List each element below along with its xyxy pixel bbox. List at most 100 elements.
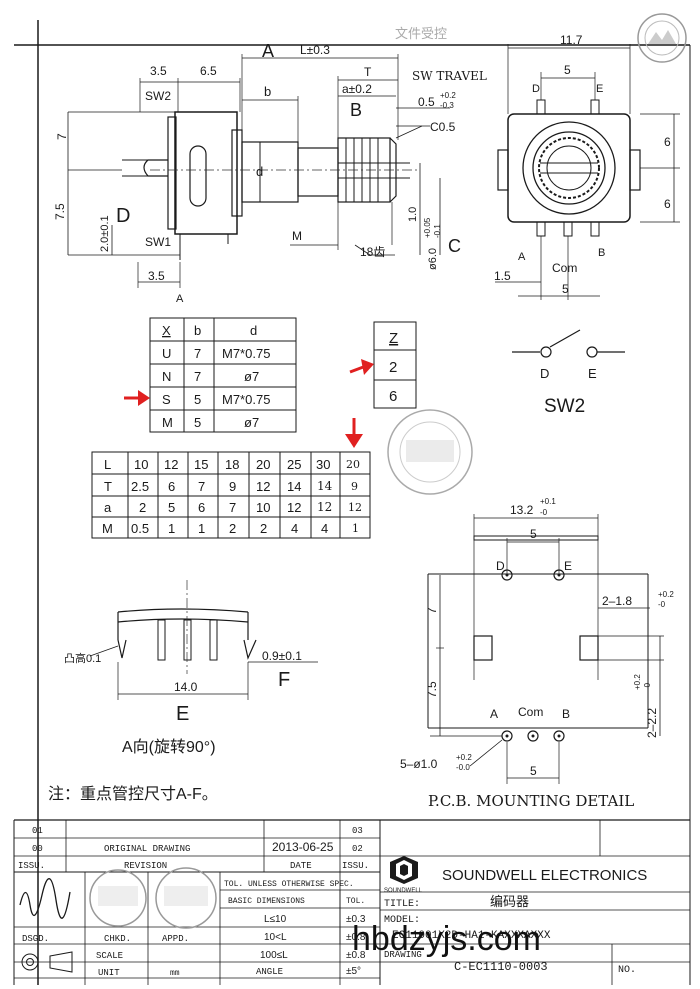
tb-unit: UNIT (98, 968, 120, 978)
table-l-cell: 5 (168, 500, 175, 515)
table-l-cell: 12 (287, 500, 301, 515)
soundwell-logo-icon (390, 856, 418, 884)
front-pin-gap: 5 (564, 63, 571, 77)
pcb-label-com: Com (518, 705, 543, 719)
pins-dim-14: 14.0 (174, 680, 198, 694)
table-l-cell: 15 (194, 457, 208, 472)
pcb-label-b: B (562, 707, 570, 721)
side-label-a-small: a±0.2 (342, 82, 372, 96)
table-l-cell: 2 (260, 521, 267, 536)
tb-basic-dim: BASIC DIMENSIONS (228, 897, 305, 906)
tb-drawing-label: DRAWING (384, 950, 422, 960)
table-l-cell: 10 (256, 500, 270, 515)
tb-rev01: 01 (32, 826, 43, 836)
side-dim-7: 7 (55, 133, 69, 140)
table-x-cell: 5 (194, 392, 201, 407)
table-l-cell: 7 (229, 500, 236, 515)
table-z-header: Z (389, 330, 398, 347)
table-x-cell: ø7 (244, 369, 259, 384)
tb-original-drawing: ORIGINAL DRAWING (104, 844, 190, 854)
tb-tol-row-val: ±0.8 (346, 950, 366, 961)
side-dim-60: ø6.0 (427, 248, 439, 270)
pins-caption: A向(旋转90°) (122, 738, 216, 756)
table-l-cell: 14 (317, 479, 333, 493)
pcb-width-minus: -0 (540, 508, 548, 517)
side-dim-60-minus: -0.1 (433, 224, 442, 238)
table-l-cell: 12 (317, 500, 332, 514)
tb-tol-row-dim: 10<L (264, 932, 287, 943)
front-label-e: E (596, 83, 603, 95)
table-l-cell: 9 (229, 479, 236, 494)
side-label-c05: C0.5 (430, 120, 456, 134)
table-l-cell: 6 (168, 479, 175, 494)
tb-angle: ANGLE (256, 967, 283, 977)
tb-model-label: MODEL: (384, 915, 420, 926)
sw2-label-e: E (588, 366, 597, 381)
side-label-m: M (292, 229, 302, 243)
table-l-cell: 12 (256, 479, 270, 494)
tb-unit-val: mm (170, 969, 180, 978)
table-z-cell: 2 (389, 359, 397, 376)
front-view-drawing (495, 44, 680, 300)
tb-drawing-value: C-EC1110-0003 (454, 960, 548, 974)
table-l-cell: 1 (198, 521, 205, 536)
side-label-d-small: d (256, 164, 263, 179)
tb-logo-text: SOUNDWELL (384, 888, 423, 894)
table-l-cell: 14 (287, 479, 301, 494)
table-x-cell: N (162, 369, 171, 384)
front-h6-top: 6 (664, 135, 671, 149)
side-label-c: C (448, 236, 461, 256)
tb-rev00: 00 (32, 844, 43, 854)
side-dim-10: 1.0 (407, 207, 419, 222)
table-z: Z 2 6 (389, 330, 398, 405)
table-l-cell: 7 (198, 479, 205, 494)
side-travel-tol: 0.5 (418, 95, 435, 109)
tb-angle-tol: ±5° (346, 966, 361, 977)
tb-date-label: DATE (290, 861, 312, 871)
pcb-gap5-bot: 5 (530, 764, 537, 778)
front-h6-bot: 6 (664, 197, 671, 211)
table-l-cell: 1 (352, 522, 359, 535)
table-x-header: d (250, 323, 257, 338)
table-l-cell: T (104, 479, 112, 494)
table-x-cell: M7*0.75 (222, 392, 270, 407)
signature-scribble (19, 878, 71, 919)
pcb-width: 13.2 (510, 503, 534, 517)
pcb-label-e: E (564, 559, 572, 573)
table-l-cell: 9 (351, 480, 358, 493)
table-l-cell: a (104, 500, 112, 515)
table-l-cell: 4 (321, 521, 328, 536)
front-dim-15: 1.5 (494, 269, 511, 283)
side-label-b-small: b (264, 84, 271, 99)
pcb-pin-plus: +0.2 (456, 753, 472, 762)
table-x-header: X (162, 323, 171, 338)
pcb-gap5-top: 5 (530, 527, 537, 541)
side-label-t: T (364, 65, 372, 79)
tb-issu-right: ISSU. (342, 861, 369, 871)
table-x-cell: 5 (194, 415, 201, 430)
seal-stamp-mid (387, 409, 473, 495)
table-l-cell: 2 (229, 521, 236, 536)
tb-date: 2013-06-25 (272, 840, 334, 854)
pins-label-e: E (176, 703, 189, 725)
side-label-teeth: 18齿 (360, 245, 385, 259)
pcb-label-a: A (490, 707, 498, 721)
tb-appd: APPD. (162, 934, 189, 944)
tb-model-value: EC11001X2D-HA1-KAXXXAXXX (392, 930, 551, 942)
side-label-a: A (262, 41, 274, 61)
red-arrow-icon (349, 359, 374, 375)
header-stamp: 文件受控 (395, 26, 447, 41)
front-label-b: B (598, 247, 605, 259)
side-label-sw-travel: SW TRAVEL (412, 69, 487, 83)
table-l-cell: 0.5 (131, 521, 149, 536)
tb-tol-row-dim: L≤10 (264, 914, 287, 925)
tb-tol: TOL. (346, 897, 365, 906)
table-l-cell: 2 (139, 500, 146, 515)
tb-chkd: CHKD. (104, 934, 131, 944)
side-view-drawing (67, 54, 450, 288)
note-text: 注：重点管控尺寸A-F。 (48, 785, 218, 803)
table-l-cell: 4 (291, 521, 298, 536)
front-dim-5: 5 (562, 282, 569, 296)
side-label-d: D (116, 205, 130, 227)
